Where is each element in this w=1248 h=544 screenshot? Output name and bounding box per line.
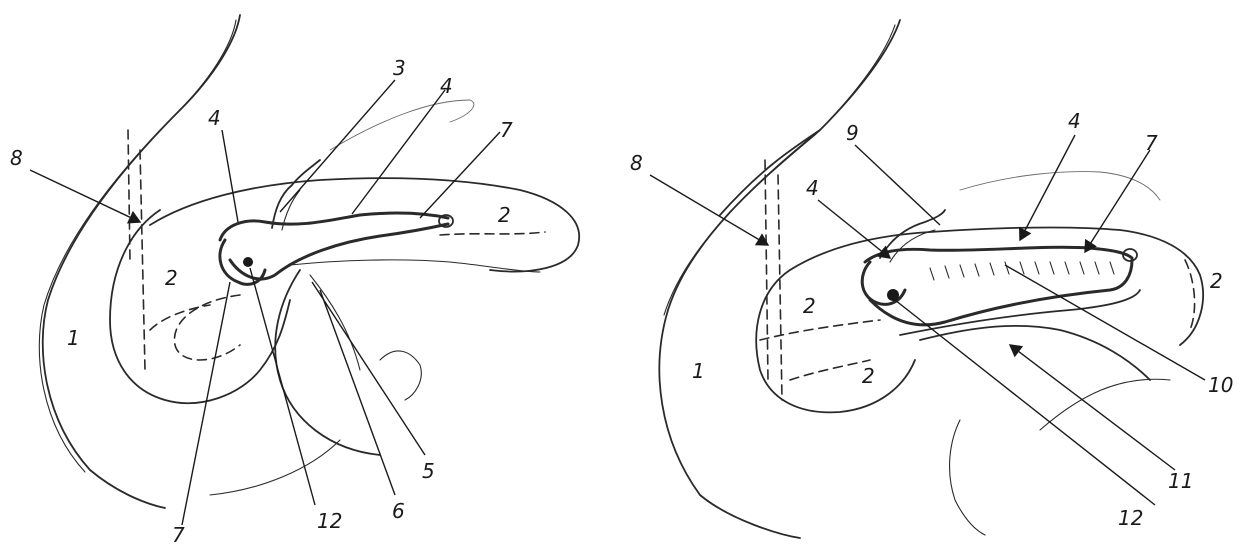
right-right-fold [1040, 379, 1170, 430]
left-label-4b: 4 [440, 74, 453, 98]
right-dashed-swirl [760, 320, 880, 340]
right-pointer-4a [818, 200, 890, 258]
right-pointer-11 [1010, 345, 1175, 470]
right-lower-fold [920, 326, 1150, 380]
left-label-2b: 2 [165, 266, 178, 290]
right-label-12: 12 [1118, 506, 1143, 530]
right-label-1: 1 [692, 359, 705, 383]
left-duct-outer [220, 213, 448, 240]
right-node-12 [887, 289, 899, 301]
left-label-4a: 4 [208, 106, 221, 130]
left-label-1: 1 [67, 326, 80, 350]
left-dashed-vertical-2 [140, 150, 145, 370]
right-pointer-8 [650, 175, 768, 245]
left-figure: 8 4 3 4 7 2 2 1 7 12 6 5 [10, 15, 579, 544]
left-region2-contour-lower [290, 260, 540, 272]
left-region1-boundary [110, 210, 290, 403]
right-label-2b: 2 [803, 294, 816, 318]
left-dashed-swirl-2 [150, 305, 210, 330]
right-label-10: 10 [1208, 373, 1233, 397]
right-dashed-vertical-2 [778, 175, 782, 400]
left-region2-contour [150, 178, 579, 271]
right-label-2c: 2 [862, 364, 875, 388]
left-pointer-4b [352, 90, 445, 214]
right-figure: 8 9 4 4 7 2 2 2 1 10 11 12 [630, 20, 1233, 538]
left-label-5: 5 [422, 459, 435, 483]
left-label-6: 6 [392, 499, 405, 523]
left-pointer-7a [420, 132, 500, 218]
right-dashed-right [1185, 260, 1195, 330]
right-duct-lower [900, 290, 1140, 335]
right-label-7: 7 [1145, 131, 1158, 155]
right-label-8: 8 [630, 151, 643, 175]
right-pointer-7 [1085, 150, 1150, 252]
right-loop [862, 262, 905, 304]
left-label-2a: 2 [498, 203, 511, 227]
right-pointer-12 [895, 300, 1155, 505]
left-dashed-right [440, 232, 545, 235]
left-label-3: 3 [393, 56, 406, 80]
right-pointer-4b [1020, 135, 1075, 240]
right-dashed-swirl-2 [790, 360, 870, 380]
left-outer-contour [43, 15, 240, 508]
right-dashed-vertical-1 [765, 160, 768, 380]
left-label-12: 12 [317, 509, 342, 533]
left-dashed-vertical-1 [128, 130, 130, 260]
left-duct-inner [230, 224, 448, 279]
left-pointer-4a [222, 130, 238, 222]
left-label-8: 8 [10, 146, 23, 170]
right-label-4a: 4 [806, 176, 819, 200]
right-pointer-9 [855, 145, 940, 225]
left-label-7b: 7 [172, 523, 185, 544]
right-upper-fold [960, 172, 1160, 200]
right-pointer-10 [1005, 265, 1205, 380]
left-label-7a: 7 [500, 118, 513, 142]
right-label-9: 9 [846, 121, 859, 145]
left-node-12 [243, 257, 253, 267]
right-label-4b: 4 [1068, 109, 1081, 133]
right-ridges [930, 262, 1114, 280]
left-bottom-curve [210, 440, 340, 495]
right-lower-fold-2 [950, 420, 985, 535]
right-label-2a: 2 [1210, 269, 1223, 293]
left-upper-fold [330, 100, 474, 150]
left-lower-fringe [380, 351, 421, 400]
left-pointer-3 [280, 80, 395, 212]
right-label-11: 11 [1168, 469, 1193, 493]
left-pointer-8 [30, 170, 140, 222]
left-pointer-5 [312, 282, 425, 455]
right-duct-outer [865, 247, 1132, 262]
